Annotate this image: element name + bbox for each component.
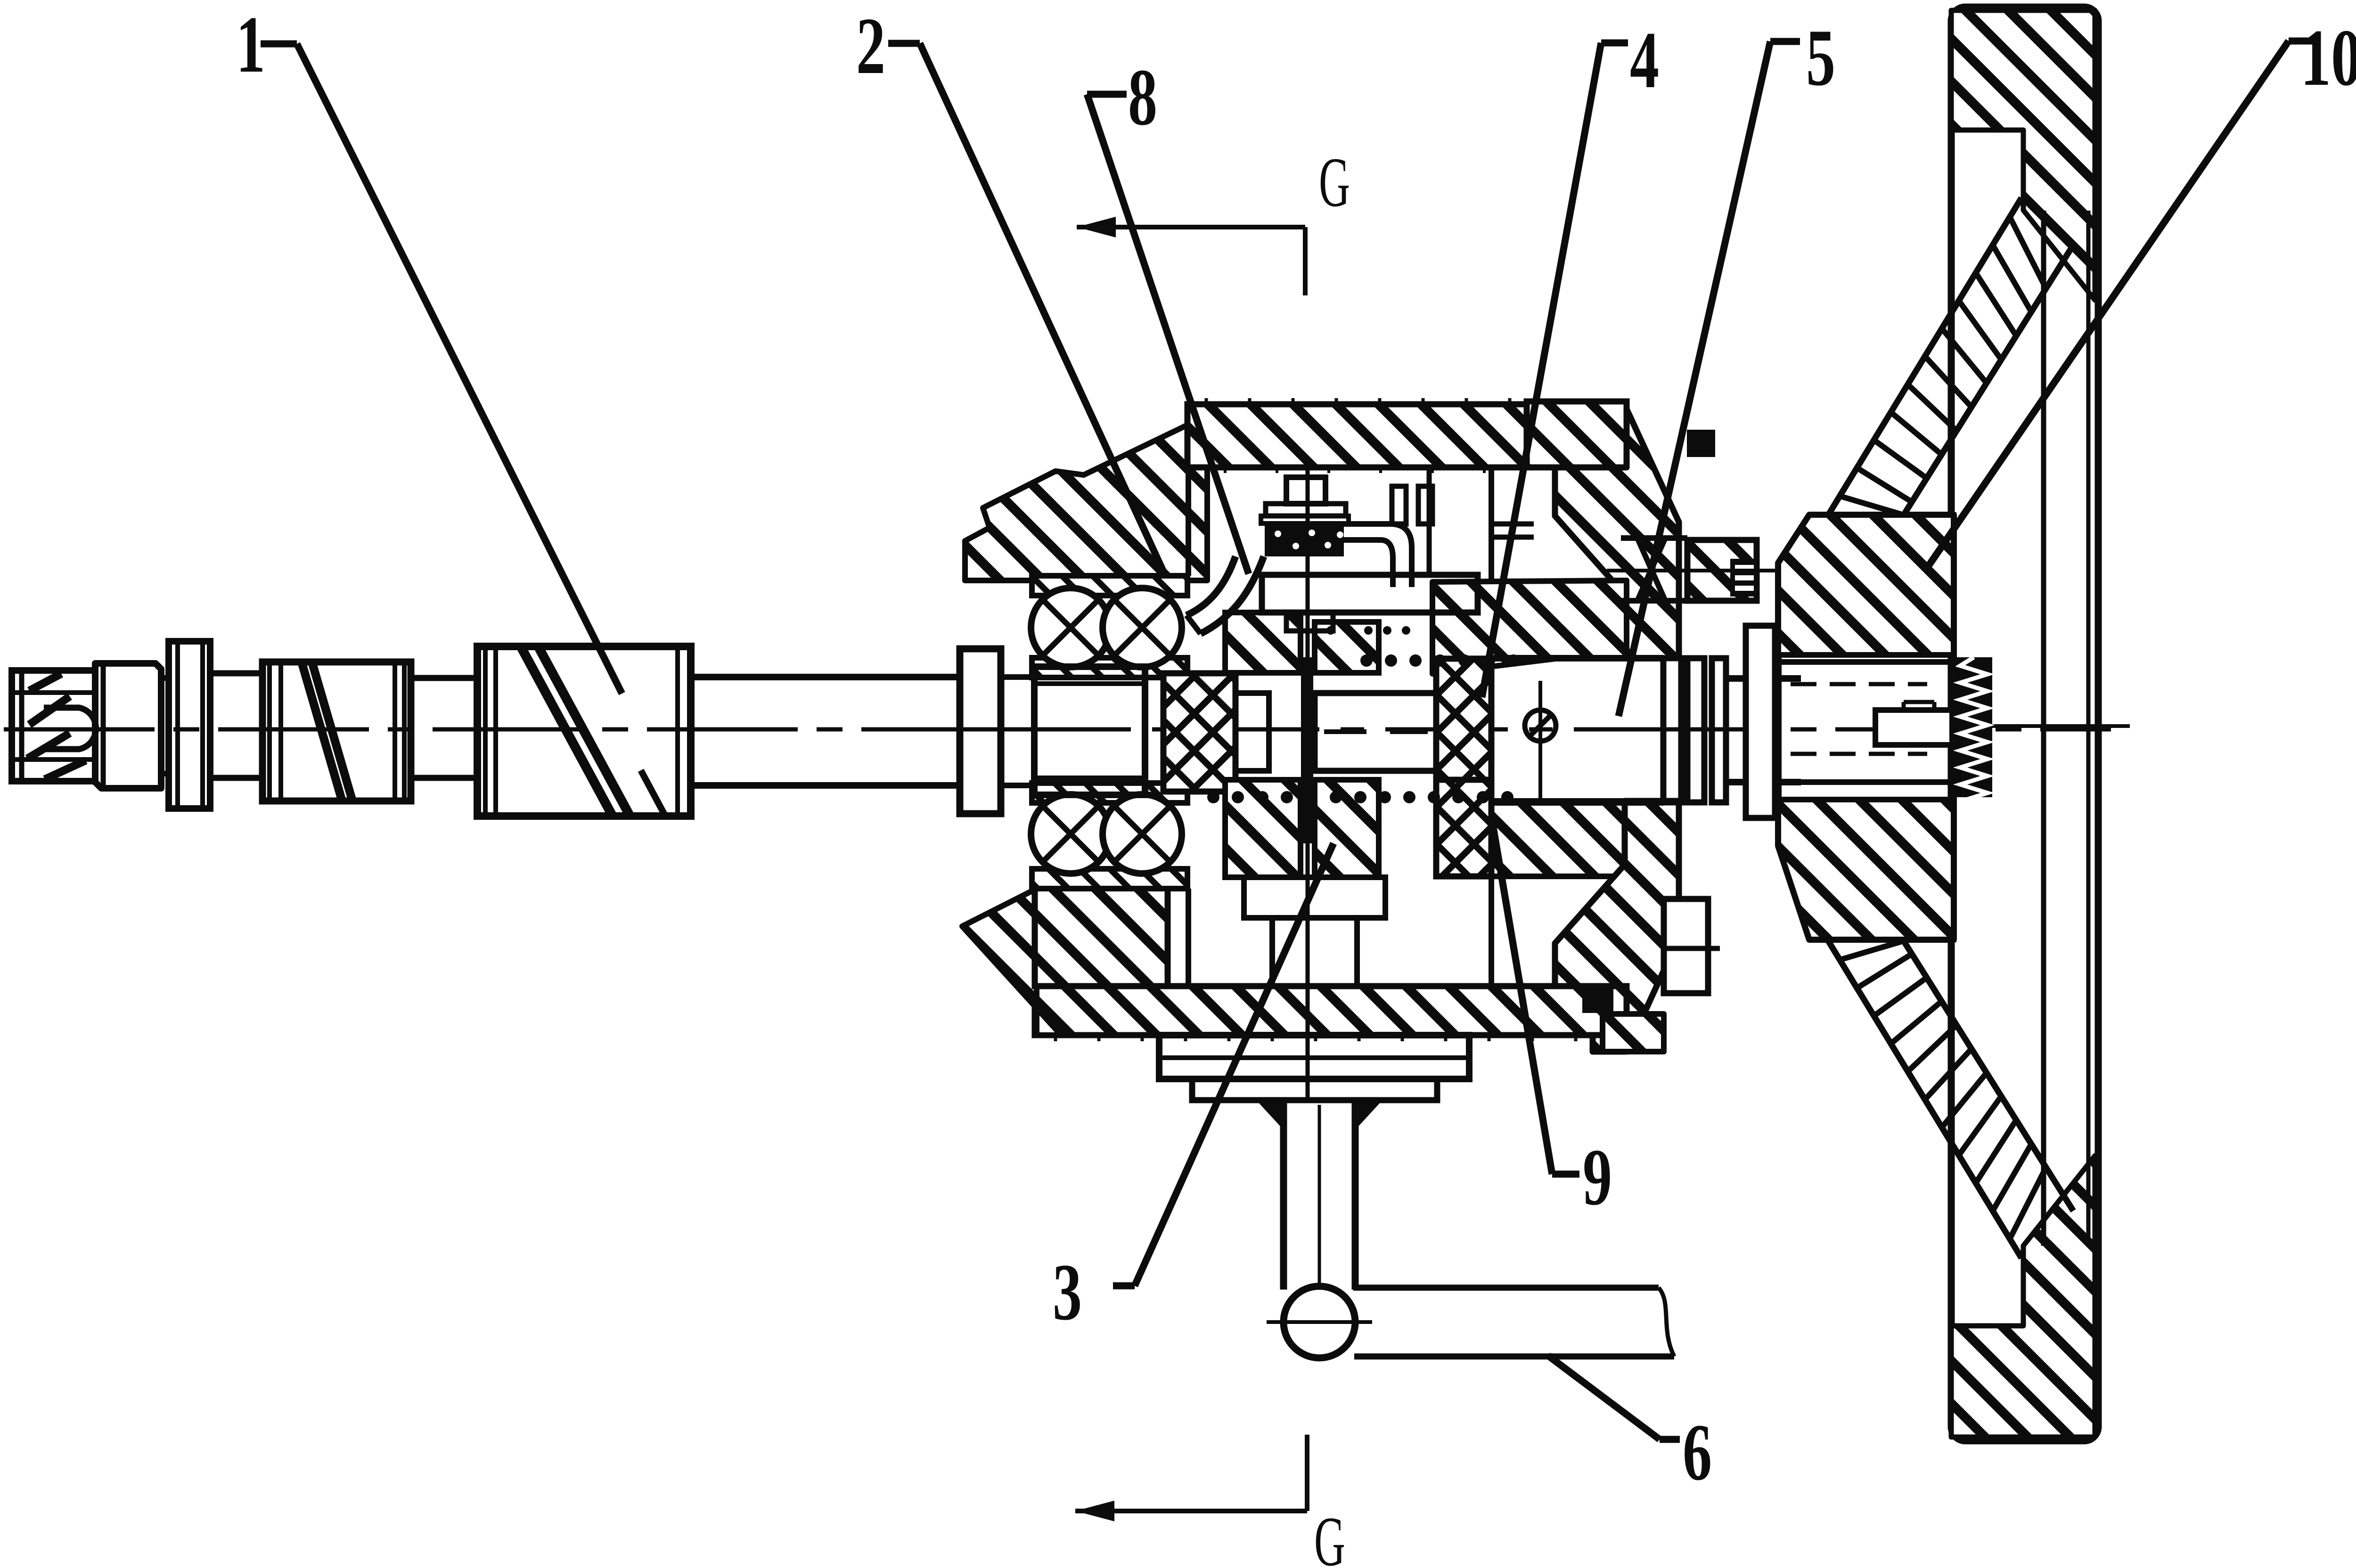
- svg-text:G: G: [1314, 1503, 1345, 1568]
- svg-text:2: 2: [856, 1, 885, 91]
- svg-text:6: 6: [1683, 1408, 1712, 1497]
- svg-text:1: 1: [236, 0, 265, 90]
- svg-text:9: 9: [1583, 1133, 1612, 1222]
- svg-text:8: 8: [1128, 53, 1157, 142]
- svg-text:5: 5: [1806, 13, 1835, 103]
- svg-text:4: 4: [1630, 16, 1659, 105]
- svg-text:10: 10: [2300, 13, 2356, 103]
- svg-text:3: 3: [1053, 1248, 1082, 1337]
- svg-text:G: G: [1319, 143, 1350, 221]
